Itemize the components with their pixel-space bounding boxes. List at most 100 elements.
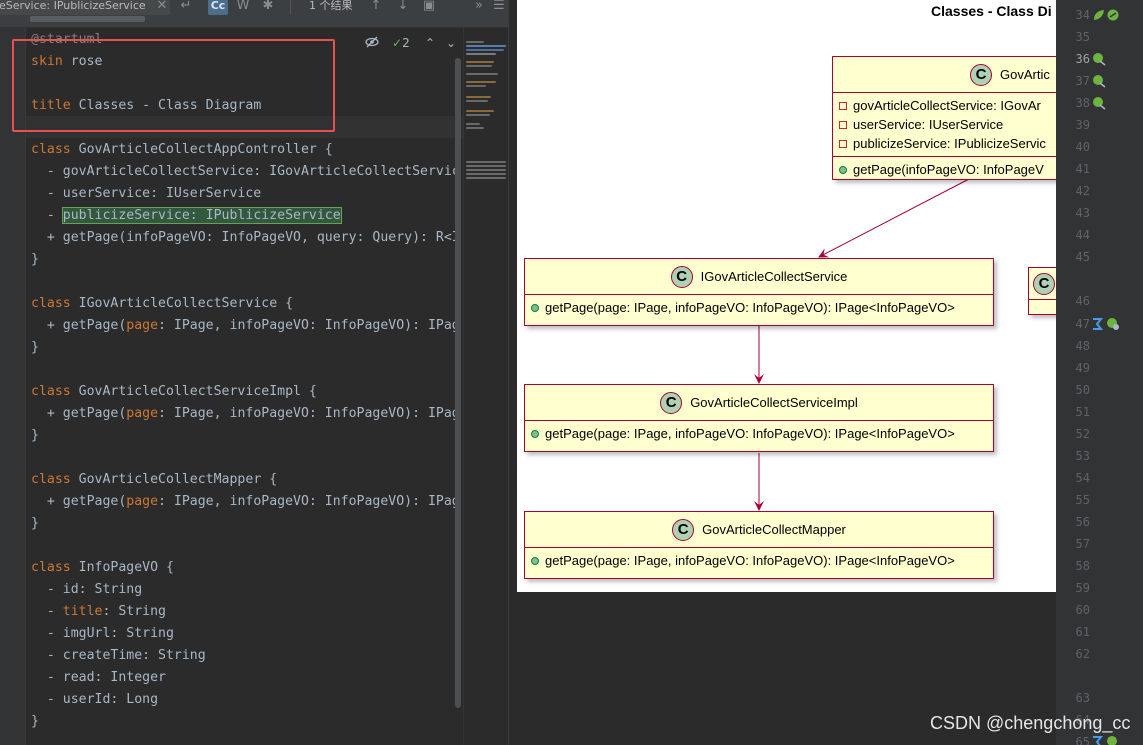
code-line[interactable]: - imgUrl: String [31, 623, 174, 645]
uml-fields: govArticleCollectService: IGovAr userSer… [833, 93, 1056, 157]
close-icon[interactable]: ✕ [156, 0, 168, 13]
code-line[interactable]: class GovArticleCollectAppController { [31, 139, 333, 161]
code-line[interactable]: - title: String [31, 601, 166, 623]
code-token: GovArticleCollectServiceImpl { [70, 384, 317, 399]
code-token: title [62, 604, 103, 619]
search-input[interactable]: eService: IPublicizeService [0, 0, 170, 15]
search-results-count: 1 个结果 [309, 0, 353, 12]
enter-icon[interactable]: ↵ [180, 0, 192, 13]
words-toggle[interactable]: W [236, 0, 250, 13]
code-line[interactable]: title Classes - Class Diagram [31, 95, 261, 117]
uml-class-service-impl[interactable]: C GovArticleCollectServiceImpl getPage(p… [524, 384, 994, 452]
code-line[interactable]: class InfoPageVO { [31, 557, 174, 579]
split-pane-divider[interactable] [508, 0, 517, 745]
code-line[interactable]: } [31, 711, 39, 733]
code-line[interactable]: class GovArticleCollectMapper { [31, 469, 277, 491]
code-token: - govArticleCollectService: IGovArticleC… [31, 164, 460, 179]
bean-navigate-icon[interactable] [1092, 96, 1106, 110]
filter-icon[interactable]: ☰ [493, 0, 505, 13]
code-line[interactable]: } [31, 513, 39, 535]
code-token: + getPage( [31, 494, 127, 509]
uml-method: getPage(page: IPage, infoPageVO: InfoPag… [531, 424, 993, 443]
code-line[interactable]: - userId: Long [31, 689, 158, 711]
code-line[interactable]: } [31, 337, 39, 359]
code-token: + getPage( [31, 406, 127, 421]
line-number: 36 [1075, 52, 1090, 66]
regex-icon[interactable]: ✱ [262, 0, 274, 13]
code-line[interactable]: + getPage(page: IPage, infoPageVO: InfoP… [31, 315, 460, 337]
code-token: - userService: IUserService [31, 186, 262, 201]
select-all-icon[interactable]: ▣ [422, 0, 436, 13]
uml-field: userService: IUserService [839, 115, 1056, 134]
match-case-toggle[interactable]: Cc [208, 0, 228, 15]
uml-class-header: C GovArtic [833, 57, 1056, 93]
code-token: - id: String [31, 582, 143, 597]
code-token: - [31, 208, 63, 223]
public-icon [531, 556, 539, 565]
minimap[interactable] [463, 28, 508, 745]
hide-icon[interactable] [365, 35, 379, 51]
code-line[interactable]: + getPage(infoPageVO: InfoPageVO, query:… [31, 227, 460, 249]
code-token: } [31, 252, 39, 267]
uml-class-partial[interactable]: C [1028, 267, 1056, 315]
public-icon [839, 165, 847, 174]
code-line[interactable]: - publicizeService: IPublicizeService [31, 205, 342, 227]
code-line[interactable]: + getPage(page: IPage, infoPageVO: InfoP… [31, 491, 460, 513]
code-token: : IPage, infoPageVO: InfoPageVO): IPag [158, 494, 460, 509]
line-number: 61 [1075, 625, 1090, 639]
line-number: 53 [1075, 449, 1090, 463]
arrow-down-icon[interactable]: ↓ [397, 0, 409, 13]
line-number: 59 [1075, 581, 1090, 595]
code-line[interactable]: } [31, 425, 39, 447]
line-number: 64 [1075, 713, 1090, 727]
inspection-widget[interactable]: ✓2 [392, 35, 410, 51]
code-token: - [31, 604, 63, 619]
arrow-up-icon[interactable]: ↑ [370, 0, 382, 13]
line-number: 34 [1075, 8, 1090, 22]
code-line[interactable]: - id: String [31, 579, 142, 601]
code-token: GovArticleCollectMapper { [70, 472, 278, 487]
bean-navigate-icon[interactable] [1092, 52, 1106, 66]
line-number: 40 [1075, 140, 1090, 154]
code-line[interactable]: - govArticleCollectService: IGovArticleC… [31, 161, 460, 183]
code-line[interactable]: class GovArticleCollectServiceImpl { [31, 381, 317, 403]
bean-navigate-icon[interactable] [1092, 74, 1106, 88]
code-line[interactable]: skin rose [31, 51, 102, 73]
code-line[interactable]: class IGovArticleCollectService { [31, 293, 293, 315]
code-line[interactable]: - createTime: String [31, 645, 206, 667]
code-line[interactable]: } [31, 249, 39, 271]
search-scroll-thumb[interactable] [30, 16, 145, 22]
line-number: 43 [1075, 206, 1090, 220]
bean-navigate-icon[interactable] [1106, 735, 1120, 745]
editor-gutter [0, 28, 26, 745]
arrow-controller-to-service [818, 178, 970, 258]
code-token: page [126, 406, 159, 421]
uml-method: getPage(infoPageVO: InfoPageV [839, 160, 1056, 179]
mapping-icon[interactable] [1090, 317, 1104, 331]
code-line[interactable]: - read: Integer [31, 667, 166, 689]
line-number: 55 [1075, 493, 1090, 507]
uml-class-name: IGovArticleCollectService [700, 269, 848, 284]
uml-class-mapper[interactable]: C GovArticleCollectMapper getPage(page: … [524, 511, 994, 579]
editor-scrollbar[interactable] [455, 58, 461, 708]
uml-class-service[interactable]: C IGovArticleCollectService getPage(page… [524, 258, 994, 326]
more-icon[interactable]: » [475, 0, 483, 13]
line-number: 56 [1075, 515, 1090, 529]
uml-class-controller[interactable]: C GovArtic govArticleCollectService: IGo… [832, 56, 1056, 180]
code-line[interactable]: @startuml [31, 29, 102, 51]
spring-bean-icon[interactable] [1092, 8, 1106, 22]
line-number: 49 [1075, 361, 1090, 375]
bean-navigate-icon[interactable] [1106, 317, 1120, 331]
private-icon [839, 139, 847, 148]
leaf-icon[interactable] [1106, 8, 1120, 22]
toolbar-divider [290, 0, 291, 14]
line-number: 41 [1075, 162, 1090, 176]
code-line[interactable]: - userService: IUserService [31, 183, 261, 205]
mapping-icon[interactable] [1090, 735, 1104, 745]
code-token: + getPage( [31, 318, 127, 333]
chevron-down-icon[interactable]: ⌄ [446, 36, 457, 50]
chevron-up-icon[interactable]: ⌃ [425, 36, 436, 50]
code-line[interactable]: + getPage(page: IPage, infoPageVO: InfoP… [31, 403, 460, 425]
